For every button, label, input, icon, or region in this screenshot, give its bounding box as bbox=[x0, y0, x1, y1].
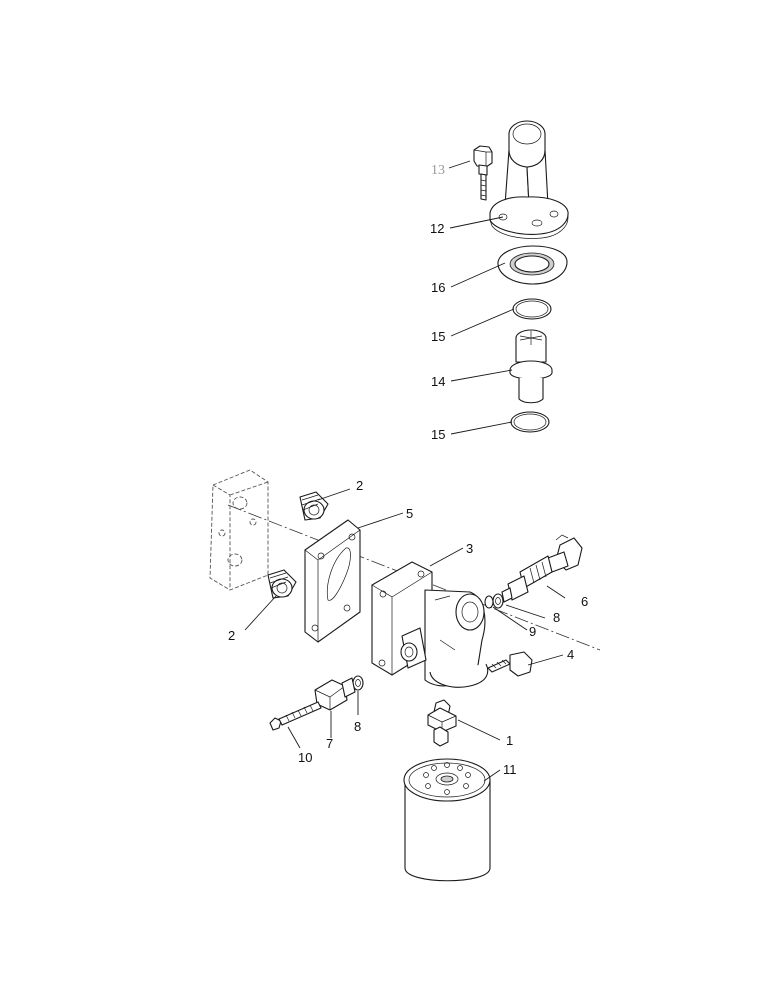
leader-lines bbox=[244, 160, 566, 782]
bolt-13 bbox=[473, 145, 493, 201]
o-ring-9 bbox=[484, 595, 494, 609]
callout-2-upper: 2 bbox=[356, 478, 363, 493]
filter-head-3 bbox=[371, 561, 489, 688]
callout-5: 5 bbox=[406, 506, 413, 521]
callout-15-lower: 15 bbox=[431, 427, 445, 442]
oil-filter-11 bbox=[403, 758, 491, 882]
callout-3: 3 bbox=[466, 541, 473, 556]
screw-10 bbox=[269, 701, 322, 731]
callout-7: 7 bbox=[326, 736, 333, 751]
sensor-6 bbox=[501, 534, 583, 603]
o-ring-15-upper-inner bbox=[515, 300, 549, 318]
thermostat-14 bbox=[509, 329, 553, 404]
callout-1: 1 bbox=[506, 733, 513, 748]
fitting-7 bbox=[314, 677, 356, 711]
callout-2-lower: 2 bbox=[228, 628, 235, 643]
callout-12: 12 bbox=[430, 221, 444, 236]
nipple-1 bbox=[427, 699, 457, 747]
o-ring-15-lower-inner bbox=[513, 413, 547, 431]
gasket-16 bbox=[497, 245, 568, 285]
callout-4: 4 bbox=[567, 647, 574, 662]
callout-8-upper: 8 bbox=[553, 610, 560, 625]
gasket-5 bbox=[304, 519, 361, 643]
callout-6: 6 bbox=[581, 594, 588, 609]
connector-2-upper bbox=[299, 491, 329, 521]
callout-16: 16 bbox=[431, 280, 445, 295]
o-ring-15-lower bbox=[510, 411, 550, 433]
bolt-4 bbox=[487, 651, 533, 677]
callout-10: 10 bbox=[298, 750, 312, 765]
callout-13: 13 bbox=[431, 163, 445, 178]
callout-8-lower: 8 bbox=[354, 719, 361, 734]
washer-8-lower-inner bbox=[355, 679, 361, 687]
washer-8-upper-inner bbox=[495, 597, 501, 605]
o-ring-15-upper bbox=[512, 298, 552, 320]
callout-15-upper: 15 bbox=[431, 329, 445, 344]
callout-14: 14 bbox=[431, 374, 445, 389]
washer-8-upper bbox=[492, 593, 504, 609]
callout-9: 9 bbox=[529, 624, 536, 639]
water-outlet-12 bbox=[489, 120, 569, 239]
mounting-bracket-phantom bbox=[209, 469, 269, 591]
callout-11: 11 bbox=[503, 762, 517, 777]
connector-2-lower bbox=[267, 569, 297, 599]
